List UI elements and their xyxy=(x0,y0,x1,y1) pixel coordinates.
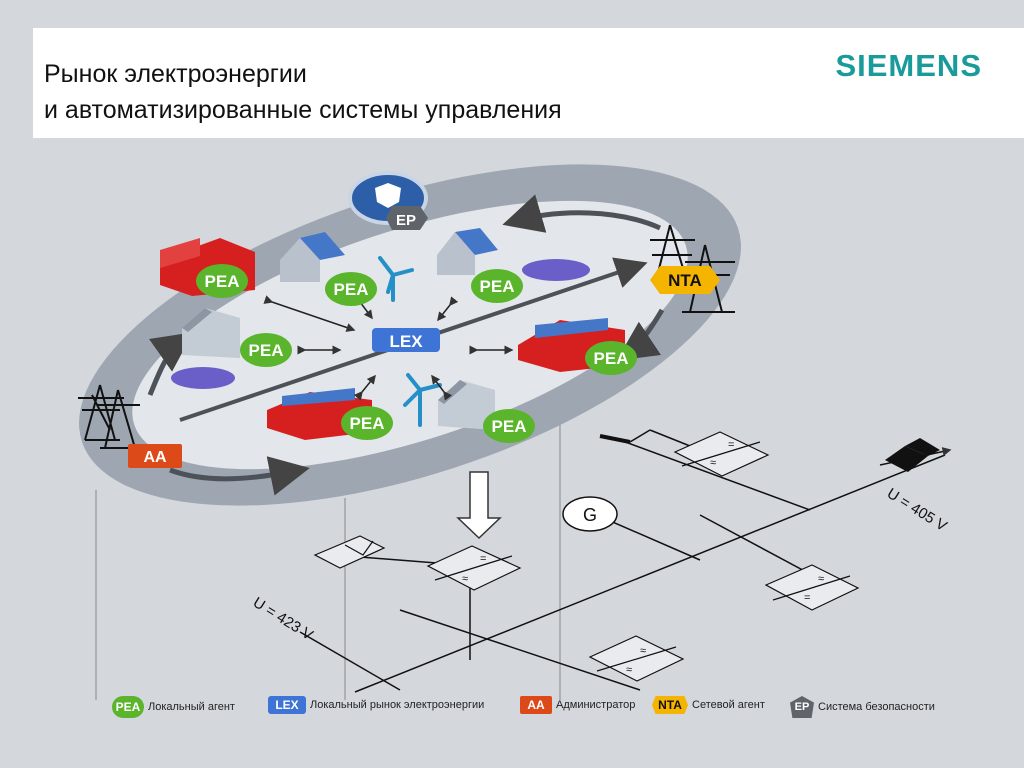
aa-badge: AA xyxy=(128,444,182,468)
car-icon-1 xyxy=(522,259,590,281)
pea-badge-3: PEA xyxy=(471,269,523,303)
nta-badge: NTA xyxy=(650,266,720,294)
pea-label-4: PEA xyxy=(249,341,284,360)
pea-badge-7: PEA xyxy=(483,409,535,443)
legend-pea-badge: PEA xyxy=(112,696,144,718)
pea-label-7: PEA xyxy=(492,417,527,436)
voltage-label-right: U = 405 V xyxy=(884,485,950,535)
down-arrow-icon xyxy=(456,471,502,540)
legend-aa-badge: AA xyxy=(520,696,552,714)
svg-text:≈: ≈ xyxy=(640,645,646,657)
pea-badge-4: PEA xyxy=(240,333,292,367)
siemens-logo: SIEMENS xyxy=(835,48,982,83)
car-icon-2 xyxy=(171,367,235,389)
envelope-box xyxy=(313,535,386,569)
legend-item-ep: EP Система безопасности xyxy=(790,696,935,718)
pea-badge-5: PEA xyxy=(585,341,637,375)
converter-1: =≈ xyxy=(673,431,770,477)
bus-left xyxy=(299,631,401,691)
header-panel: Рынок электроэнергии и автоматизированны… xyxy=(33,28,1024,138)
converter-4: ≈≈ xyxy=(588,635,685,682)
slide-title: Рынок электроэнергии и автоматизированны… xyxy=(44,56,562,128)
converter-3: ≈= xyxy=(764,564,860,611)
legend-ep-text: Система безопасности xyxy=(818,701,935,713)
svg-text:≈: ≈ xyxy=(462,573,468,585)
pea-label-5: PEA xyxy=(594,349,629,368)
pea-badge-1: PEA xyxy=(196,264,248,298)
legend-nta-badge: NTA xyxy=(652,696,688,714)
converters: =≈ =≈ ≈= ≈≈ xyxy=(313,431,860,682)
house-icon-1 xyxy=(280,232,345,282)
ep-shield-icon: EP xyxy=(348,171,428,230)
legend-item-lex: LEX Локальный рынок электроэнергии xyxy=(268,696,484,714)
svg-text:=: = xyxy=(728,439,734,451)
legend: PEA Локальный агент LEX Локальный рынок … xyxy=(0,696,1024,720)
svg-text:=: = xyxy=(804,592,810,604)
svg-text:≈: ≈ xyxy=(626,664,632,676)
nta-label: NTA xyxy=(668,271,702,290)
legend-nta-text: Сетевой агент xyxy=(692,699,765,711)
legend-lex-badge: LEX xyxy=(268,696,306,714)
legend-ep-badge: EP xyxy=(790,696,814,718)
legend-item-nta: NTA Сетевой агент xyxy=(652,696,765,714)
wind-turbine-icon-1 xyxy=(378,256,414,302)
pea-label-3: PEA xyxy=(480,277,515,296)
house-icon-2 xyxy=(437,228,498,275)
pea-badge-6: PEA xyxy=(341,406,393,440)
pea-label-2: PEA xyxy=(334,280,369,299)
converter-2: =≈ xyxy=(426,545,522,591)
legend-item-pea: PEA Локальный агент xyxy=(112,696,235,718)
generator-label: G xyxy=(583,505,597,525)
grid-schematic xyxy=(299,429,946,693)
pea-badges: PEA PEA PEA PEA PEA PEA PEA xyxy=(196,264,637,443)
generator-icon: G xyxy=(562,496,618,532)
pea-badge-2: PEA xyxy=(325,272,377,306)
pea-label-1: PEA xyxy=(205,272,240,291)
voltage-label-left: U = 423 V xyxy=(250,594,316,644)
title-line-2: и автоматизированные системы управления xyxy=(44,96,562,124)
legend-aa-text: Администратор xyxy=(556,699,636,711)
house-icon-3 xyxy=(182,308,240,358)
svg-text:≈: ≈ xyxy=(710,457,716,469)
legend-lex-text: Локальный рынок электроэнергии xyxy=(310,699,485,711)
solar-panel-icon xyxy=(879,438,952,472)
drop-lines xyxy=(95,420,561,700)
ep-label: EP xyxy=(396,212,416,229)
pea-label-6: PEA xyxy=(350,414,385,433)
legend-item-aa: AA Администратор xyxy=(520,696,635,714)
bus-main xyxy=(354,454,946,693)
lex-badge: LEX xyxy=(372,328,440,352)
svg-text:≈: ≈ xyxy=(818,573,824,585)
power-pylon-icon-left xyxy=(78,384,140,449)
title-line-1: Рынок электроэнергии xyxy=(44,60,307,88)
interaction-arrows xyxy=(263,293,514,401)
legend-pea-text: Локальный агент xyxy=(148,701,235,713)
svg-text:=: = xyxy=(480,553,486,565)
lex-label: LEX xyxy=(389,332,423,351)
aa-label: AA xyxy=(143,449,167,466)
